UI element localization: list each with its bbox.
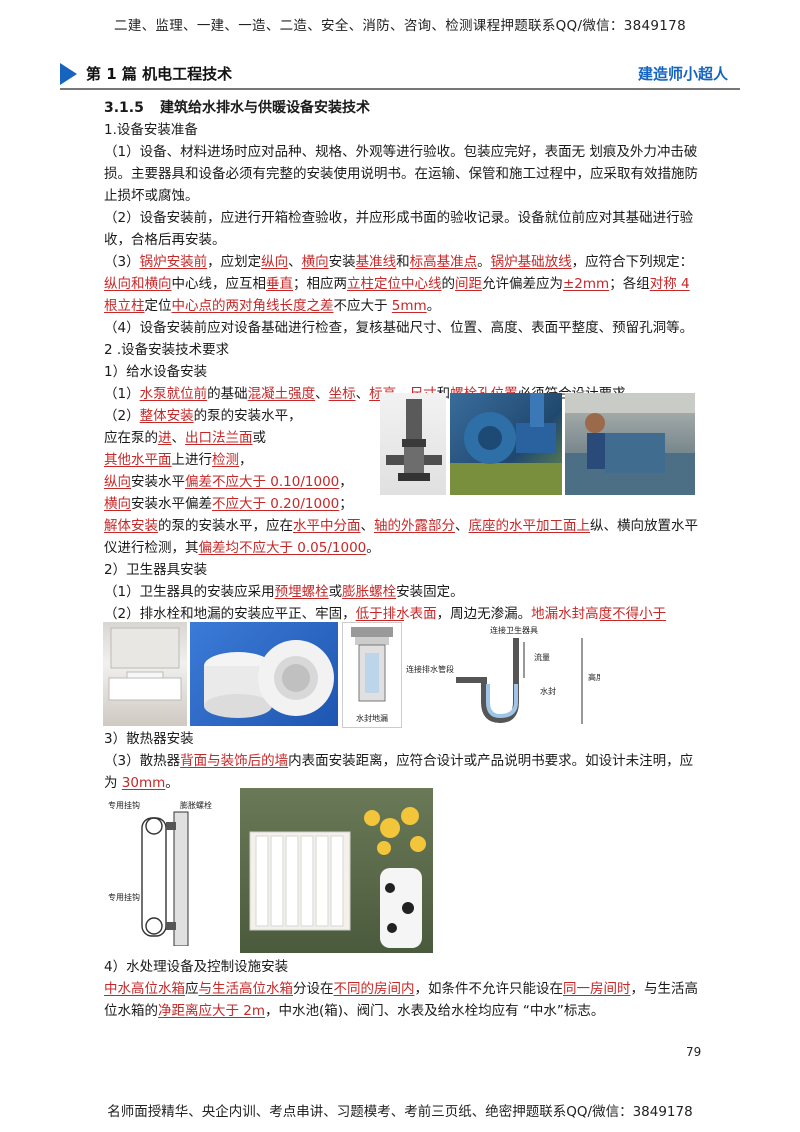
label-water-seal: 水封 xyxy=(540,686,556,696)
pump-photo-blue xyxy=(450,393,562,495)
top-banner: 二建、监理、一建、一造、二造、安全、消防、咨询、检测课程押题联系QQ/微信：38… xyxy=(114,18,686,34)
radiator-mount-diagram: 专用挂钩 膨胀螺栓 专用挂钩 xyxy=(104,796,214,946)
label-expansion-bolt: 膨胀螺栓 xyxy=(180,800,212,810)
heading-2: 2 .设备安装技术要求 xyxy=(104,342,230,358)
subheading-water-treatment: 4）水处理设备及控制设施安装 xyxy=(104,959,289,975)
subheading-radiator: 3）散热器安装 xyxy=(104,731,194,747)
radiator-photo xyxy=(240,788,433,953)
section-title: 3.1.5 建筑给水排水与供暖设备安装技术 xyxy=(104,97,700,119)
label-height: 高度 xyxy=(588,672,600,682)
label-hook-bottom: 专用挂钩 xyxy=(108,892,140,902)
water-treatment-section: 4）水处理设备及控制设施安装 中水高位水箱应与生活高位水箱分设在不同的房间内，如… xyxy=(104,956,700,1022)
header-divider xyxy=(60,88,740,90)
label-hook-top: 专用挂钩 xyxy=(108,800,140,810)
chapter-title: 第 1 篇 机电工程技术 xyxy=(86,65,233,83)
para-1: （1）设备、材料进场时应对品种、规格、外观等进行验收。包装应完好，表面无 划痕及… xyxy=(104,144,698,204)
arrow-icon xyxy=(60,63,77,85)
page-header: 第 1 篇 机电工程技术 建造师小超人 xyxy=(60,60,740,90)
heading-1: 1.设备安装准备 xyxy=(104,122,198,138)
label-flow: 流量 xyxy=(534,652,550,662)
drain-caption: 水封地漏 xyxy=(356,713,388,723)
para-3: （3）锅炉安装前，应划定纵向、横向安装基准线和标高基准点。锅炉基础放线，应符合下… xyxy=(104,254,694,314)
label-connect-fixture: 连接卫生器具 xyxy=(490,625,538,635)
section-title-text: 建筑给水排水与供暖设备安装技术 xyxy=(160,100,370,116)
brand-name: 建造师小超人 xyxy=(637,65,728,83)
para-2: （2）设备安装前，应进行开箱检查验收，并应形成书面的验收记录。设备就位前应对其基… xyxy=(104,210,694,248)
floor-drain-photo xyxy=(190,622,338,726)
radiator-section: 3）散热器安装 （3）散热器背面与装饰后的墙内表面安装距离，应符合设计或产品说明… xyxy=(104,728,700,794)
main-content: 3.1.5 建筑给水排水与供暖设备安装技术 1.设备安装准备 （1）设备、材料进场… xyxy=(104,97,700,647)
label-connect-pipe: 连接排水管段 xyxy=(406,664,454,674)
para-sanitary-1: （1）卫生器具的安装应采用预埋螺栓或膨胀螺栓安装固定。 xyxy=(104,584,464,600)
pump-photo-worker xyxy=(565,393,695,495)
para-radiator: （3）散热器背面与装饰后的墙内表面安装距离，应符合设计或产品说明书要求。如设计未… xyxy=(104,753,694,791)
subheading-sanitary: 2）卫生器具安装 xyxy=(104,562,208,578)
bottom-banner: 名师面授精华、央企内训、考点串讲、习题模考、考前三页纸、绝密押题联系QQ/微信：… xyxy=(107,1104,693,1120)
para-sanitary-2: （2）排水栓和地漏的安装应平正、牢固，低于排水表面，周边无渗漏。地漏水封高度不得… xyxy=(104,606,667,644)
para-4: （4）设备安装前应对设备基础进行检查，复核基础尺寸、位置、高度、表面平整度、预留… xyxy=(104,320,694,336)
bathroom-vanity-photo xyxy=(103,622,187,726)
section-number: 3.1.5 xyxy=(104,100,144,116)
para-water-treatment: 中水高位水箱应与生活高位水箱分设在不同的房间内，如条件不允许只能设在同一房间时，… xyxy=(104,981,698,1019)
page-number: 79 xyxy=(686,1045,702,1059)
para-pump-2: （2）整体安装的泵的安装水平， 应在泵的进、出口法兰面或 其他水平面上进行检测，… xyxy=(104,408,698,556)
pump-photo-vertical xyxy=(380,393,446,495)
p-trap-diagram: 连接卫生器具 连接排水管段 流量 水封 高度 xyxy=(404,620,600,728)
subheading-water-supply: 1）给水设备安装 xyxy=(104,364,208,380)
water-seal-drain-diagram: 水封地漏 xyxy=(342,622,402,728)
